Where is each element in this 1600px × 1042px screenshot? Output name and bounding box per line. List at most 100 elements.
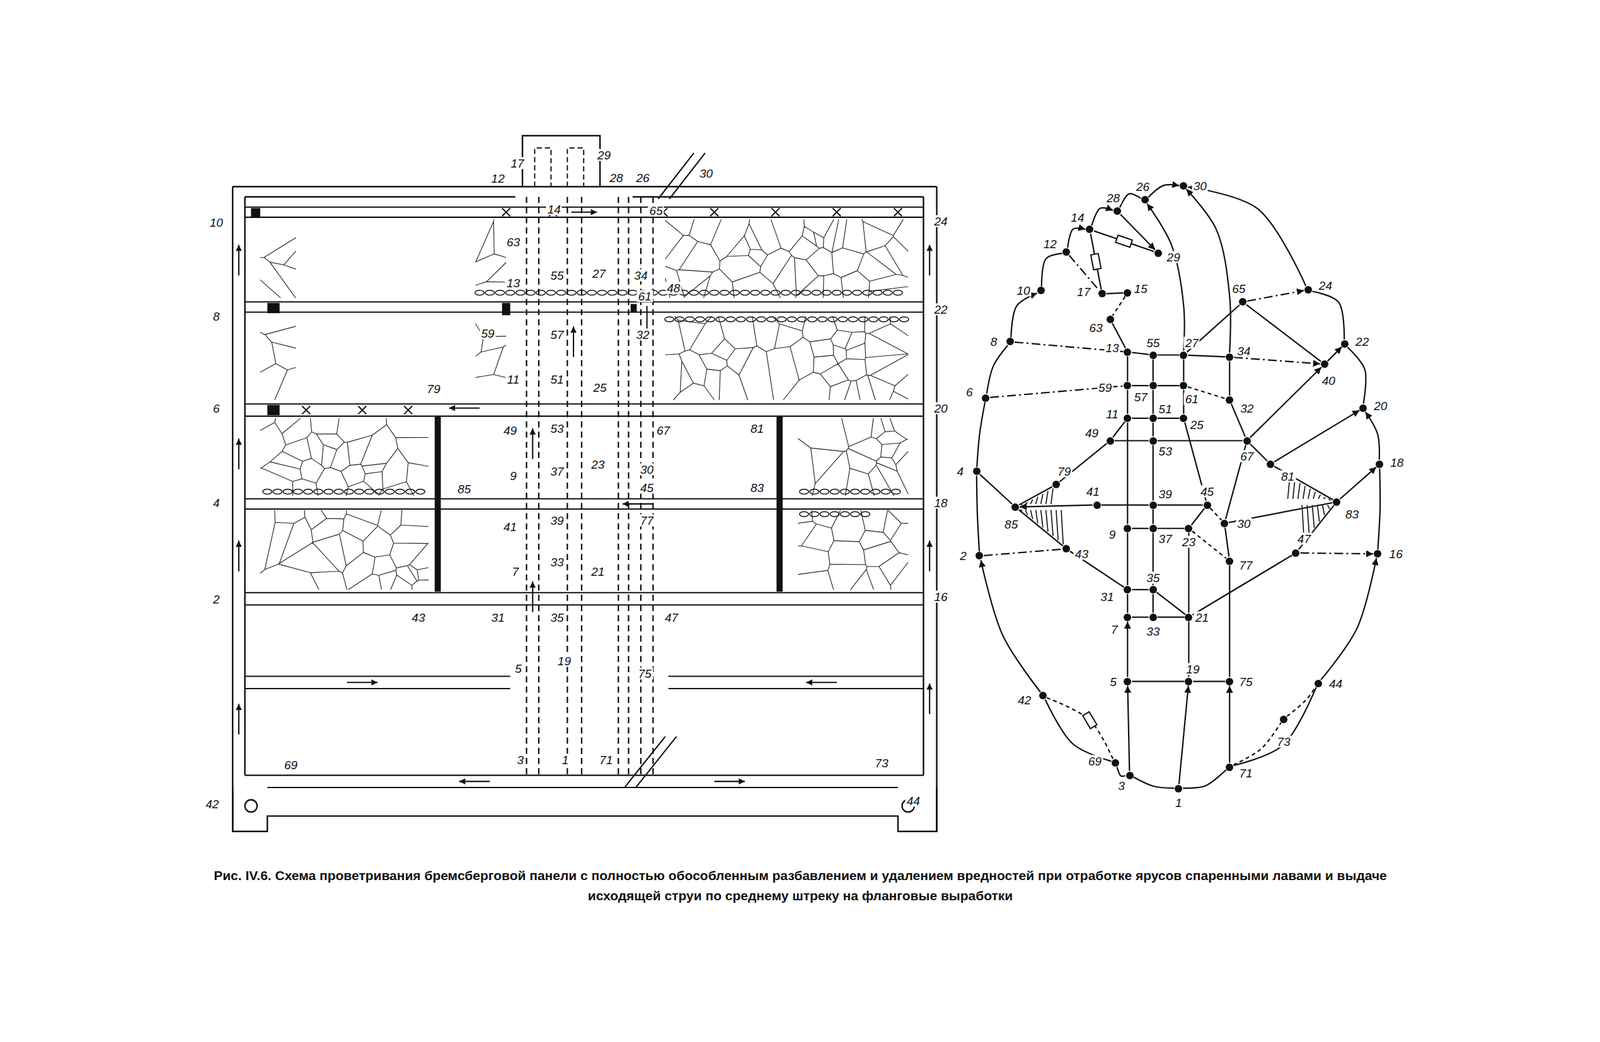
- junction-number: 61: [1184, 393, 1200, 406]
- shaft-head-inner: [534, 148, 584, 188]
- junction-number: 45: [1199, 485, 1215, 498]
- airway-connector: [1146, 203, 1185, 351]
- airway-connector: [1131, 616, 1149, 619]
- junction-node: 59: [1123, 381, 1132, 390]
- rubble: [303, 489, 314, 495]
- airway-connector: [1046, 698, 1113, 760]
- cross-mark: [771, 207, 780, 217]
- rubble: [848, 316, 858, 323]
- goaf-cracks: [797, 510, 909, 590]
- rubble: [829, 489, 840, 495]
- junction-node: 21: [1184, 613, 1193, 622]
- shaft-incline: [624, 736, 666, 788]
- junction-number: 77: [1238, 559, 1255, 572]
- junction-number: 18: [1388, 456, 1405, 469]
- junction-node: 7: [1123, 613, 1132, 622]
- frame-wall: [935, 186, 938, 832]
- junction-number: 3: [1116, 779, 1127, 792]
- junction-node: 63: [1106, 315, 1115, 324]
- callout-number: 61: [637, 289, 653, 302]
- rubble: [819, 489, 830, 495]
- rubble: [870, 489, 881, 495]
- goaf-cracks: [260, 326, 297, 401]
- junction-node: 49: [1106, 437, 1115, 445]
- airway-connector: [1339, 466, 1377, 500]
- junction-number: 67: [1238, 449, 1255, 462]
- frame-wall: [632, 195, 924, 198]
- cross-mark: [710, 207, 719, 217]
- callout-number: 34: [632, 269, 649, 282]
- flow-arrow: [928, 683, 931, 715]
- stopping: [502, 303, 511, 316]
- junction-number: 5: [1108, 675, 1118, 688]
- junction-number: 79: [1056, 465, 1072, 478]
- rubble: [282, 489, 293, 495]
- rubble: [725, 316, 736, 323]
- goaf-cracks: [665, 316, 909, 401]
- flow-arrow: [713, 780, 745, 783]
- airway-connector: [1126, 621, 1129, 678]
- hatch-line: [1061, 510, 1064, 545]
- cross-mark: [357, 405, 367, 415]
- callout-number: 49: [502, 424, 518, 437]
- hatch-line: [1293, 480, 1295, 500]
- rubble: [587, 290, 597, 296]
- junction-node: 45: [1203, 501, 1212, 510]
- callout-number: 16: [932, 591, 949, 604]
- incline-wall: [617, 197, 619, 776]
- airway-connector: [1157, 504, 1203, 506]
- rubble: [415, 489, 426, 495]
- junction-number: 43: [1073, 548, 1090, 561]
- callout-number: 4: [211, 497, 222, 510]
- rubble: [374, 489, 385, 495]
- junction-number: 11: [1104, 408, 1120, 421]
- rubble: [807, 316, 818, 323]
- rubble: [842, 290, 852, 296]
- junction-number: 2: [958, 550, 968, 563]
- drift-wall: [245, 604, 924, 606]
- callout-number: 65: [648, 204, 665, 217]
- junction-node: 79: [1052, 480, 1060, 489]
- junction-number: 33: [1145, 625, 1161, 638]
- callout-number: 55: [549, 269, 566, 282]
- rubble: [485, 290, 495, 296]
- junction-node: 30: [1179, 182, 1188, 190]
- callout-number: 77: [638, 514, 655, 527]
- rubble: [776, 316, 787, 323]
- rubble: [597, 290, 607, 296]
- hatch-line: [1308, 489, 1311, 500]
- stopping: [630, 304, 638, 313]
- airway-connector: [983, 549, 1062, 556]
- callout-number: 42: [204, 797, 220, 810]
- shaft-incline: [657, 153, 694, 200]
- rubble: [705, 316, 716, 323]
- airway-connector: [1320, 558, 1377, 680]
- rubble: [664, 316, 675, 323]
- airway-connector: [1018, 487, 1052, 506]
- junction-node: 55: [1149, 351, 1157, 360]
- regulator-symbol: [1082, 712, 1098, 730]
- gallery-wall: [245, 676, 511, 678]
- flow-arrow: [238, 245, 240, 277]
- incline-wall: [525, 197, 527, 776]
- rubble: [832, 290, 842, 296]
- figure-caption: Рис. IV.6. Схема проветривания бремсберг…: [201, 865, 1399, 906]
- junction-number: 81: [1279, 470, 1296, 483]
- frame-wall: [232, 185, 523, 188]
- junction-node: 43: [1062, 545, 1071, 553]
- airway-connector: [1157, 385, 1180, 387]
- junction-node: 9: [1123, 524, 1132, 533]
- rubble: [536, 290, 546, 296]
- airway-connector: [1300, 553, 1374, 554]
- airway-connector: [1126, 422, 1129, 525]
- rubble: [395, 489, 405, 495]
- callout-number: 75: [637, 667, 653, 680]
- airway-connector: [1192, 531, 1227, 559]
- junction-node: 8: [1006, 337, 1014, 346]
- junction-number: 1: [1174, 797, 1184, 810]
- airway-connector: [1152, 390, 1154, 415]
- airway-connector: [1377, 468, 1381, 551]
- drift-wall: [245, 415, 924, 418]
- rubble: [323, 489, 334, 495]
